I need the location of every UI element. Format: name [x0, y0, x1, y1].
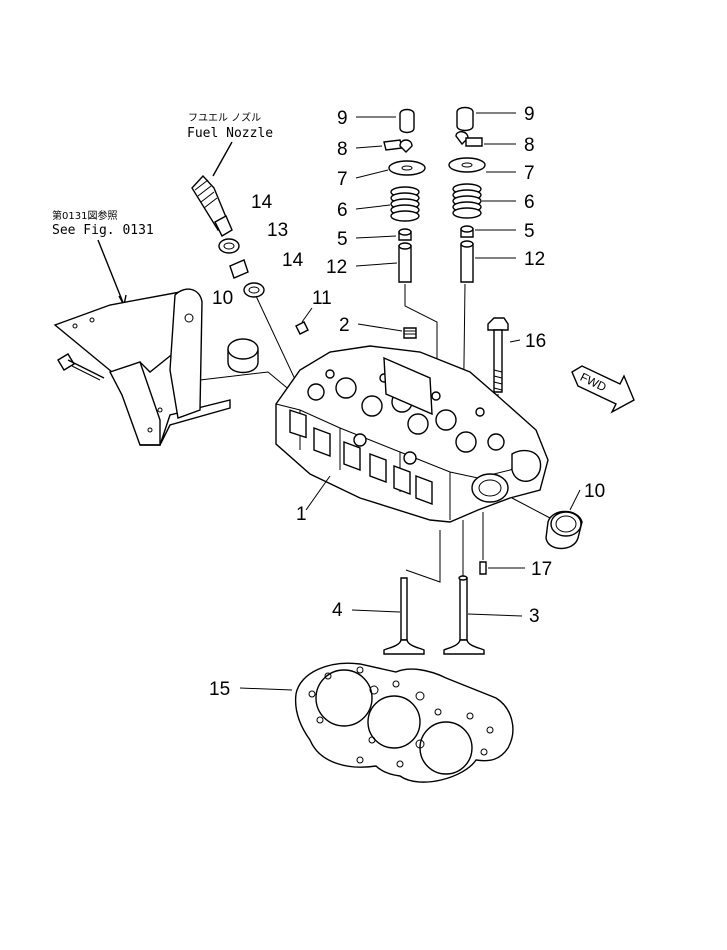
part-label: 12 [524, 249, 545, 270]
head-gasket [294, 662, 514, 783]
valve-4-axis-line [405, 530, 441, 583]
valve-train-right [448, 106, 486, 283]
part-label: 5 [337, 229, 348, 250]
forward-direction-arrow: FWD [571, 365, 635, 414]
part-label: 15 [209, 679, 230, 700]
bracket-bolt [57, 353, 105, 381]
head-bolt [487, 317, 509, 393]
dowel-pin-17 [479, 561, 487, 575]
valve-train-left [383, 108, 426, 283]
part-label: 16 [525, 331, 546, 352]
seal-13 [229, 259, 249, 279]
intake-valve-4 [383, 577, 425, 655]
part-label: 17 [531, 559, 552, 580]
bracket-to-head-link [199, 371, 293, 393]
cap-9-left [399, 108, 415, 134]
part-label: 2 [339, 315, 350, 336]
part-label: 13 [267, 220, 288, 241]
part-label: 14 [282, 250, 304, 271]
mounting-bracket [53, 288, 231, 446]
keeper-8-left [383, 139, 403, 151]
part-label: 8 [337, 139, 348, 160]
spring-6-right [452, 183, 482, 219]
part-label: 8 [524, 135, 535, 156]
part-label: 9 [524, 104, 535, 125]
part-label: 4 [332, 600, 343, 621]
fuel-nozzle-leader [212, 141, 233, 177]
plug-11 [295, 321, 309, 335]
see-fig-leader [97, 239, 125, 306]
see-fig-en-label: See Fig. 0131 [52, 223, 154, 238]
spring-6-left [390, 186, 420, 222]
exhaust-valve-3 [443, 575, 485, 655]
leader-lines [239, 112, 581, 691]
part-label: 9 [337, 108, 348, 129]
retainer-7-left [388, 160, 426, 176]
expansion-plug-left [227, 338, 259, 374]
part-label: 11 [312, 288, 332, 309]
part-label: 12 [326, 257, 347, 278]
part-label: 6 [337, 200, 348, 221]
cap-9-right [456, 106, 474, 132]
guide-12-right [460, 243, 474, 283]
part-label: 7 [337, 169, 348, 190]
washer-14-lower [243, 282, 265, 298]
fuel-nozzle [191, 174, 233, 237]
part-label: 10 [212, 288, 233, 309]
part-label: 7 [524, 163, 535, 184]
part-label: 6 [524, 192, 535, 213]
guide-12-left [398, 245, 412, 283]
part-label: 1 [296, 504, 307, 525]
nozzle-axis-line [255, 295, 301, 391]
retainer-7-right [448, 157, 486, 173]
part-label: 3 [529, 606, 540, 627]
plug-2 [403, 327, 417, 339]
plug-right-axis-line [511, 497, 551, 519]
expansion-plug-right [545, 510, 583, 550]
part-number-labels: 9 8 7 6 5 12 9 8 7 6 5 12 14 13 14 10 11… [209, 104, 605, 700]
part-label: 10 [584, 481, 605, 502]
washer-14-upper [218, 238, 240, 254]
part-label: 5 [524, 221, 535, 242]
cylinder-head [275, 345, 549, 523]
part-label: 14 [251, 192, 273, 213]
fuel-nozzle-en-label: Fuel Nozzle [187, 126, 273, 141]
fuel-nozzle-jp-label: フユエル ノズル [188, 111, 261, 124]
see-fig-jp-label: 第0131図参照 [52, 209, 117, 222]
